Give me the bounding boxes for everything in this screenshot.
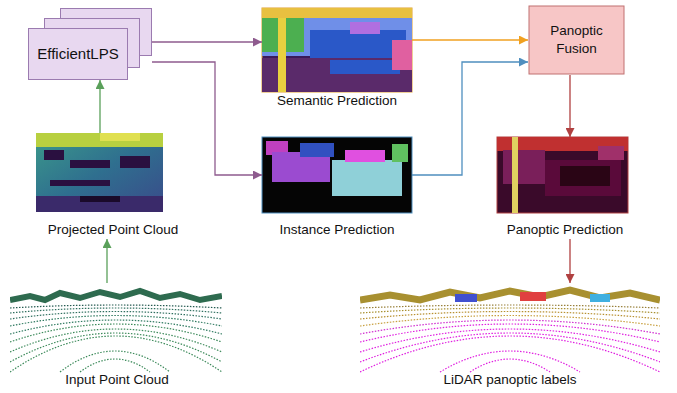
panoptic-image	[497, 137, 628, 213]
node-label-area: EfficientLPS	[28, 28, 128, 80]
semantic-image	[262, 8, 412, 92]
projected-cloud: Projected Point Cloud	[10, 133, 216, 239]
flow-arrow	[412, 62, 528, 175]
image-caption: Input Point Cloud	[10, 371, 224, 389]
flow-arrow	[569, 75, 570, 137]
image-caption: Panoptic Prediction	[480, 221, 650, 239]
node-label: EfficientLPS	[31, 45, 124, 63]
image-caption: Instance Prediction	[262, 221, 412, 239]
panoptic-output: Panoptic Prediction	[480, 137, 650, 239]
node-label-area: Panoptic Fusion	[528, 5, 625, 75]
network-block: EfficientLPS	[28, 8, 152, 80]
flow-arrow	[569, 239, 570, 283]
node-outline	[28, 8, 152, 80]
flow-arrow	[152, 62, 262, 175]
node-outline	[528, 5, 625, 75]
box-outline	[529, 6, 624, 74]
flow-arrow	[106, 239, 107, 283]
box-outline	[29, 29, 128, 80]
node-label: Panoptic Fusion	[528, 22, 625, 58]
flow-arrow	[412, 39, 528, 40]
lidar-label-cloud	[360, 290, 660, 372]
flow-arrow	[152, 41, 262, 42]
input-point-cloud	[10, 291, 222, 372]
projected-image	[36, 133, 163, 212]
lidar-labels: LiDAR panoptic labels	[350, 283, 670, 389]
instance-output: Instance Prediction	[262, 137, 412, 239]
flow-arrow	[99, 80, 100, 133]
semantic-output: Semantic Prediction	[262, 8, 412, 110]
instance-image	[262, 137, 412, 213]
fusion-box: Panoptic Fusion	[528, 5, 625, 75]
image-caption: Semantic Prediction	[262, 92, 412, 110]
input-cloud: Input Point Cloud	[10, 283, 224, 389]
image-caption: Projected Point Cloud	[10, 221, 216, 239]
image-caption: LiDAR panoptic labels	[350, 371, 670, 389]
